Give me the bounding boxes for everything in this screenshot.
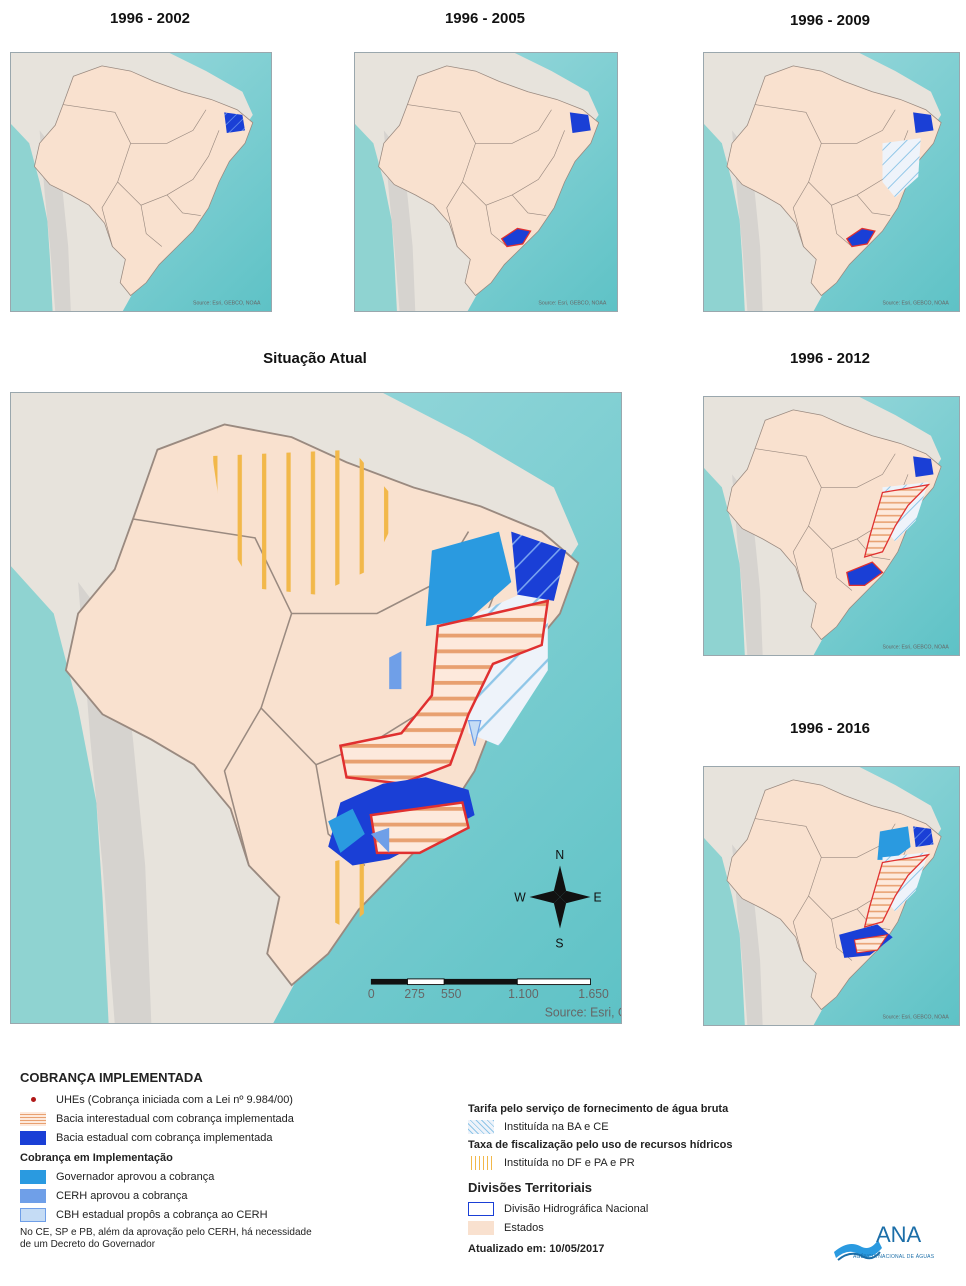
svg-text:E: E <box>594 891 602 905</box>
taxa-swatch-icon <box>468 1155 494 1170</box>
interestadual-sao-francisco <box>338 599 550 785</box>
map-1996-2009: Source: Esri, GEBCO, NOAA <box>703 52 960 312</box>
legend-note: No CE, SP e PB, além da aprovação pelo C… <box>20 1227 312 1250</box>
estados-swatch-icon <box>468 1220 494 1235</box>
svg-text:Source: Esri, GEBCO, NOAA: Source: Esri, GEBCO, NOAA <box>193 301 261 307</box>
map-title-2009: 1996 - 2009 <box>789 12 871 29</box>
tarifa-heading: Tarifa pelo serviço de fornecimento de á… <box>468 1103 729 1115</box>
svg-text:275: 275 <box>404 987 424 1001</box>
svg-text:Source: Esri, GEBCO, NOAA: Source: Esri, GEBCO, NOAA <box>883 301 950 307</box>
uhe-dot-icon <box>20 1093 46 1107</box>
legend-item-cbh: CBH estadual propôs a cobrança ao CERH <box>20 1205 400 1224</box>
estadual-ce-area <box>511 531 567 601</box>
cbh-swatch-icon <box>20 1207 46 1222</box>
svg-text:S: S <box>555 936 563 950</box>
map-1996-2016: Source: Esri, GEBCO, NOAA <box>703 766 960 1026</box>
map-title-atual: Situação Atual <box>263 350 367 367</box>
svg-text:0: 0 <box>368 987 375 1001</box>
ana-logo-text: ANA <box>876 1222 922 1247</box>
legend-item-estados: Estados <box>468 1218 808 1237</box>
legend-heading: COBRANÇA IMPLEMENTADA <box>20 1070 203 1085</box>
legend-tarifas: Tarifa pelo serviço de fornecimento de á… <box>468 1100 808 1257</box>
taxa-pr-area <box>316 852 384 929</box>
map-situacao-atual: N S E W 0 275 550 1.100 1.650 Source: Es… <box>10 392 622 1024</box>
svg-text:550: 550 <box>441 987 461 1001</box>
divisao-swatch-icon <box>468 1201 494 1216</box>
updated-date: Atualizado em: 10/05/2017 <box>468 1243 605 1255</box>
governador-swatch-icon <box>20 1169 46 1184</box>
map-title-2002: 1996 - 2002 <box>109 10 191 27</box>
ana-logo-subtitle: AGÊNCIA NACIONAL DE ÁGUAS <box>853 1254 935 1260</box>
svg-text:Source: Esri, GEBCO, NOAA: Source: Esri, GEBCO, NOAA <box>545 1006 621 1020</box>
svg-text:N: N <box>555 848 564 862</box>
cerh-swatch-icon <box>20 1188 46 1203</box>
svg-text:Source: Esri, GEBCO, NOAA: Source: Esri, GEBCO, NOAA <box>883 1015 950 1021</box>
legend-item-taxa: Instituída no DF e PA e PR <box>468 1153 808 1172</box>
governador-area <box>425 531 512 627</box>
taxa-pa-area <box>212 449 402 595</box>
map-1996-2002: Source: Esri, GEBCO, NOAA <box>10 52 272 312</box>
svg-text:Source: Esri, GEBCO, NOAA: Source: Esri, GEBCO, NOAA <box>883 645 950 651</box>
svg-text:W: W <box>514 891 526 905</box>
map-1996-2012: Source: Esri, GEBCO, NOAA <box>703 396 960 656</box>
map-1996-2005: Source: Esri, GEBCO, NOAA <box>354 52 618 312</box>
estadual-swatch-icon <box>20 1130 46 1145</box>
taxa-heading: Taxa de fiscalização pelo uso de recurso… <box>468 1139 733 1151</box>
compass-rose: N S E W <box>514 848 601 950</box>
map-title-2005: 1996 - 2005 <box>444 10 526 27</box>
map-title-2012: 1996 - 2012 <box>789 350 871 367</box>
map-title-2016: 1996 - 2016 <box>789 720 871 737</box>
interestadual-paraiba-do-sul <box>369 801 470 855</box>
legend-item-interestadual: Bacia interestadual com cobrança impleme… <box>20 1109 400 1128</box>
legend-item-cerh: CERH aprovou a cobrança <box>20 1186 400 1205</box>
legend-item-governador: Governador aprovou a cobrança <box>20 1167 400 1186</box>
legend-item-estadual: Bacia estadual com cobrança implementada <box>20 1128 400 1147</box>
legend-item-uhe: UHEs (Cobrança iniciada com a Lei nº 9.9… <box>20 1090 400 1109</box>
tarifa-swatch-icon <box>468 1119 494 1134</box>
svg-text:Source: Esri, GEBCO, NOAA: Source: Esri, GEBCO, NOAA <box>538 301 607 307</box>
estadual-basin-ce <box>224 112 245 133</box>
interestadual-swatch-icon <box>20 1111 46 1126</box>
svg-text:1.100: 1.100 <box>508 987 539 1001</box>
svg-text:1.650: 1.650 <box>578 987 609 1001</box>
legend-item-divisao: Divisão Hidrográfica Nacional <box>468 1199 808 1218</box>
legend-subheading: Cobrança em Implementação <box>20 1152 173 1164</box>
legend-item-tarifa: Instituída na BA e CE <box>468 1117 808 1136</box>
scale-bar: 0 275 550 1.100 1.650 <box>368 978 609 1001</box>
ana-logo-icon <box>834 1240 882 1261</box>
legend-cobranca: COBRANÇA IMPLEMENTADA UHEs (Cobrança ini… <box>20 1070 400 1251</box>
cerh-area <box>389 651 402 690</box>
divisoes-heading: Divisões Territoriais <box>468 1180 593 1195</box>
